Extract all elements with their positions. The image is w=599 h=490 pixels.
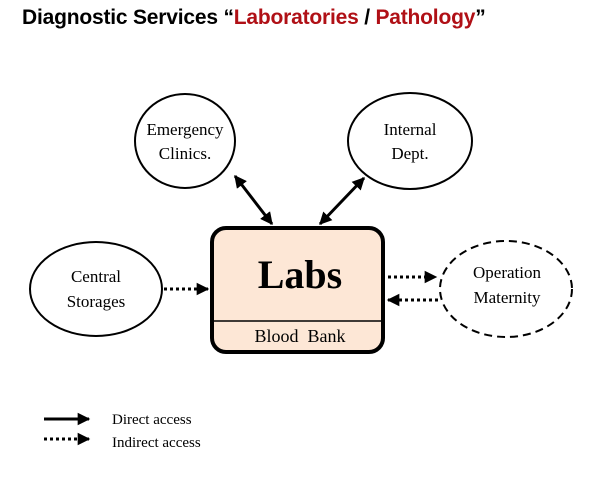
internal-label-line1: Internal: [384, 120, 437, 139]
node-emergency-clinics: Emergency Clinics.: [134, 93, 236, 189]
title-separator: /: [358, 6, 376, 29]
title-close-quote: ”: [475, 6, 486, 29]
internal-label-line2: Dept.: [391, 144, 428, 163]
page-title: Diagnostic Services “Laboratories / Path…: [22, 6, 486, 30]
title-pathology: Pathology: [375, 6, 476, 29]
legend-indirect-label: Indirect access: [112, 435, 201, 451]
title-laboratories: Laboratories: [233, 6, 359, 29]
operation-label-line2: Maternity: [473, 288, 541, 307]
labs-title: Labs: [258, 252, 343, 297]
node-internal-dept: Internal Dept.: [347, 92, 473, 190]
arrow-emergency-labs: [233, 175, 274, 225]
node-labs: Labs Blood Bank: [210, 226, 385, 354]
title-open-quote: “: [223, 6, 234, 29]
legend: Direct access Indirect access: [44, 412, 201, 451]
labs-subtitle-blood-bank: Blood Bank: [254, 326, 345, 346]
node-operation-maternity: Operation Maternity: [439, 240, 573, 338]
operation-label-line1: Operation: [473, 263, 541, 282]
central-label-line1: Central: [71, 267, 121, 286]
arrow-internal-labs: [318, 176, 366, 226]
central-label-line2: Storages: [67, 292, 126, 311]
title-prefix: Diagnostic Services: [22, 6, 224, 29]
node-central-storages: Central Storages: [29, 241, 163, 337]
emergency-label-line1: Emergency: [146, 120, 224, 139]
legend-direct-label: Direct access: [112, 412, 192, 428]
emergency-label-line2: Clinics.: [159, 144, 211, 163]
